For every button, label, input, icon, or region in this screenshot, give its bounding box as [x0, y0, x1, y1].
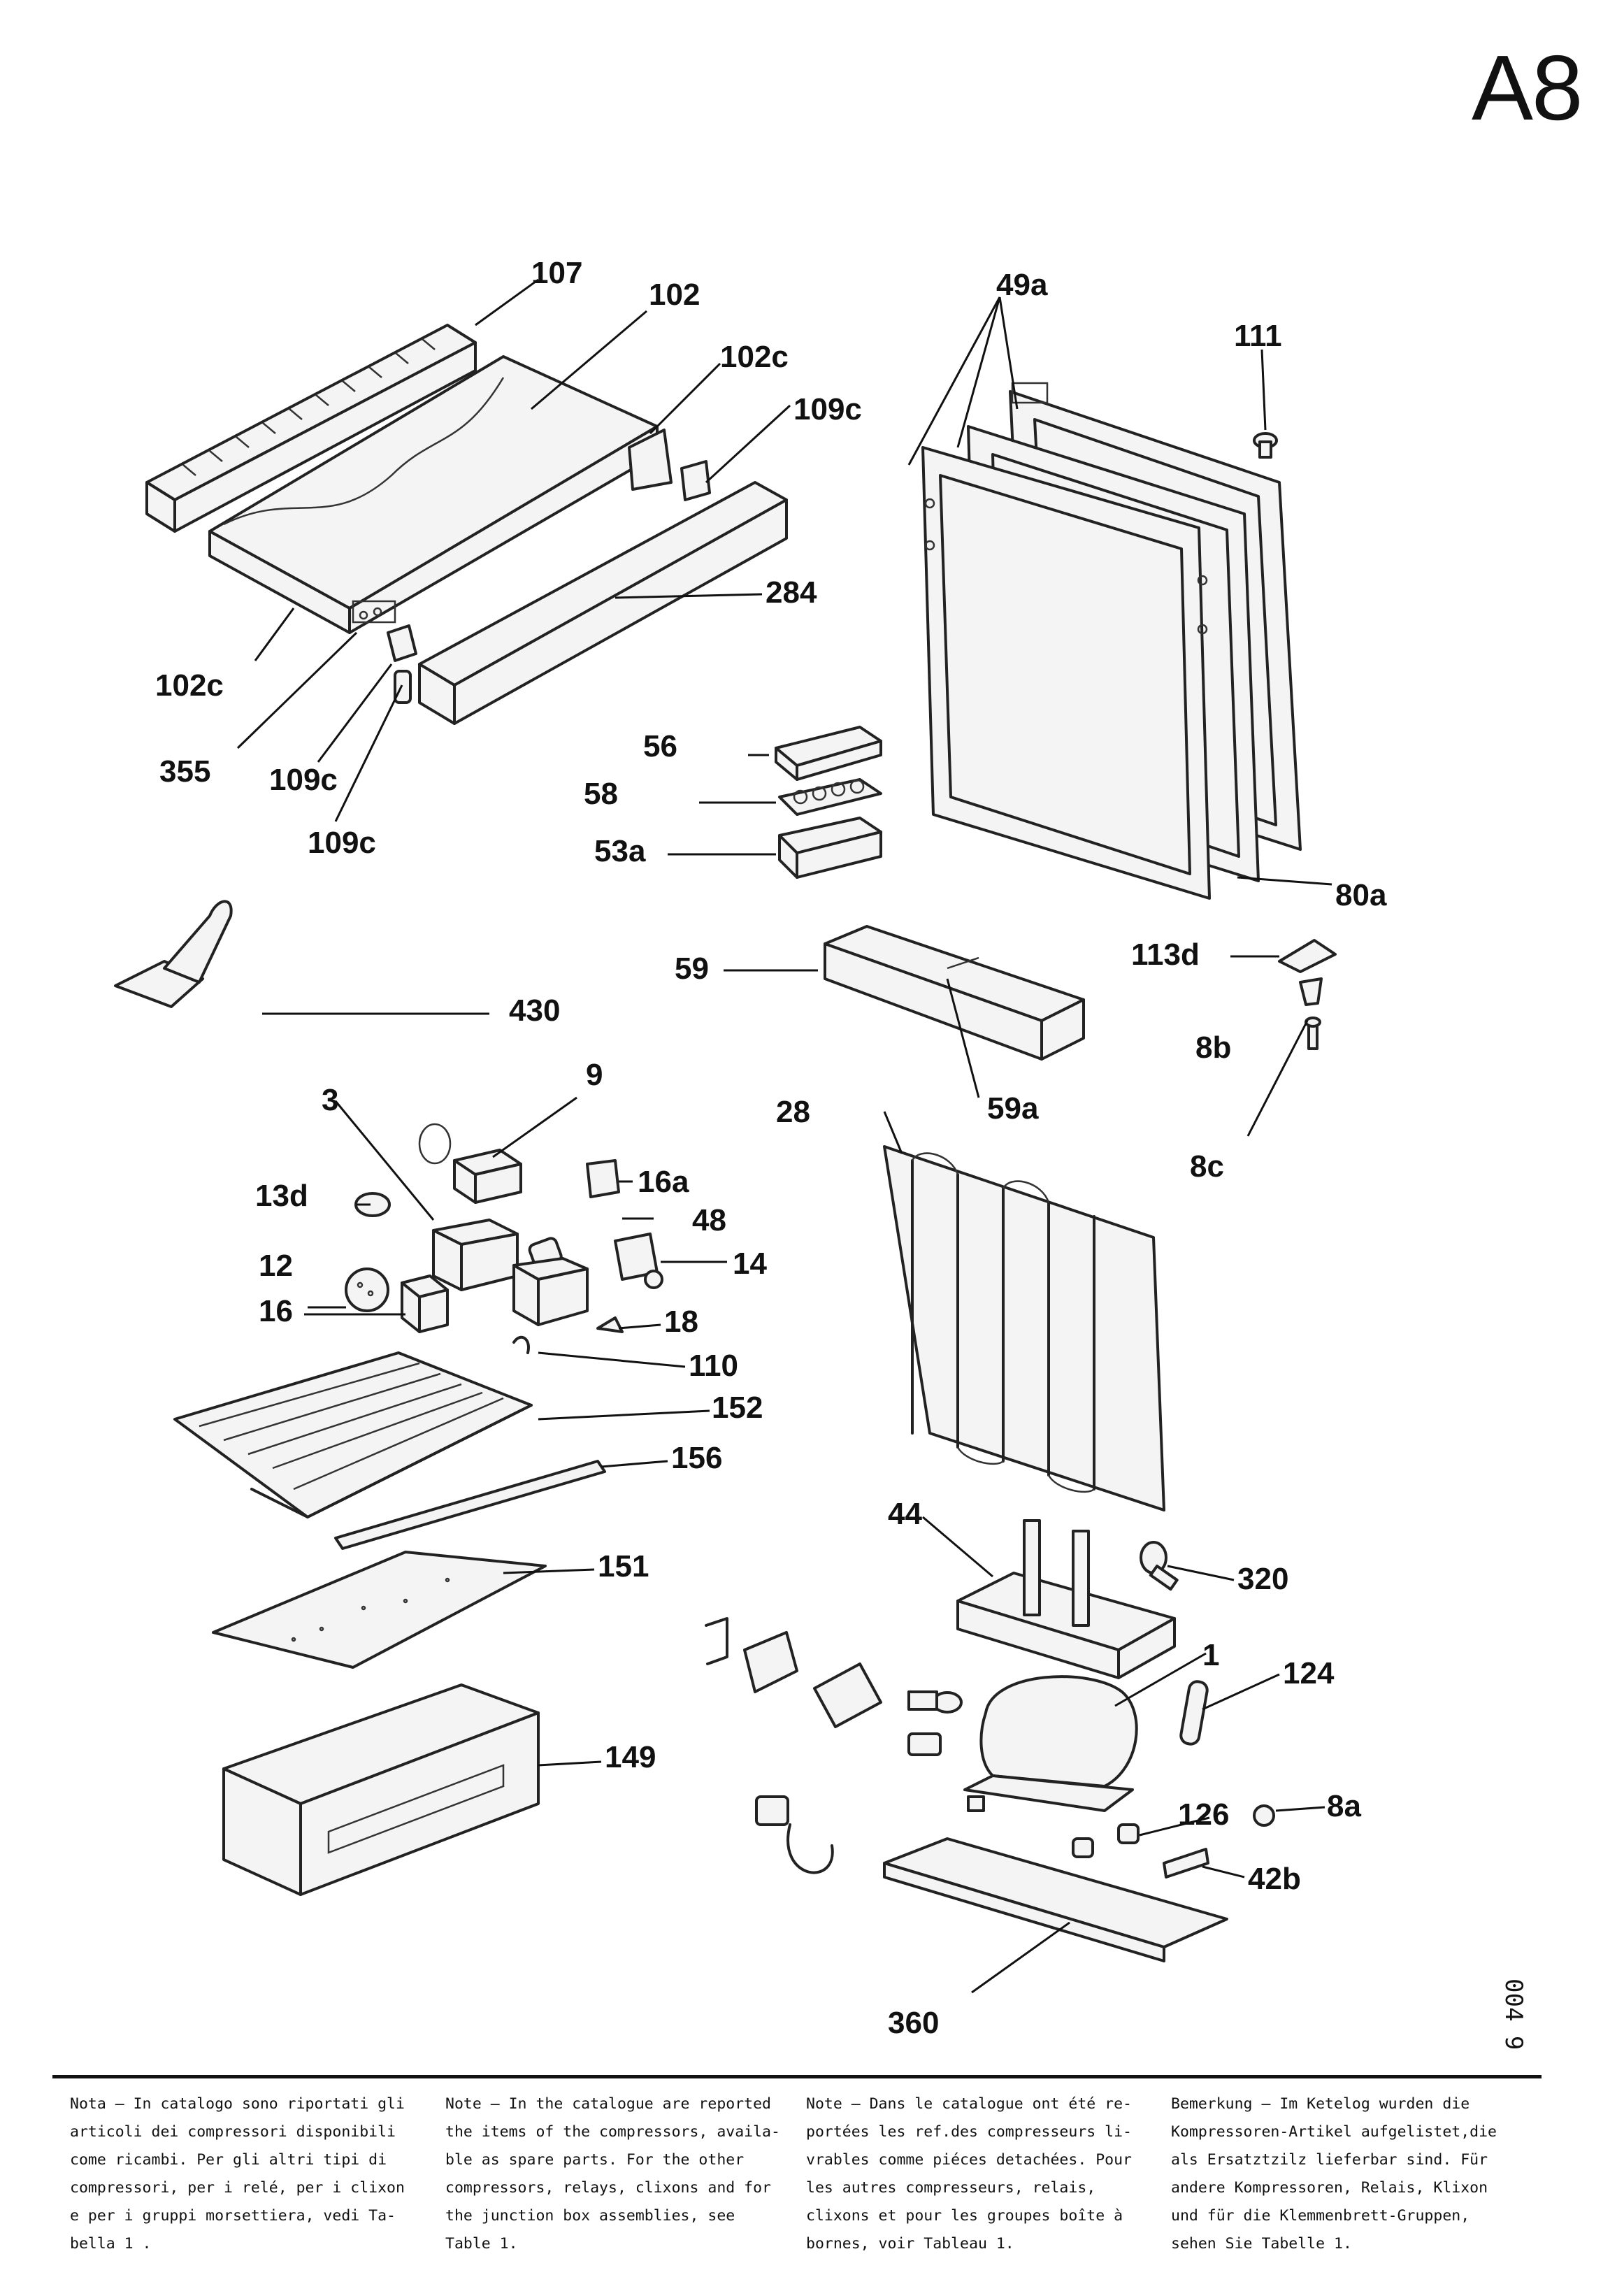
callout-284: 284 [766, 575, 817, 610]
callout-49a: 49a [996, 268, 1048, 302]
callout-18: 18 [664, 1305, 698, 1339]
part-base-rail [883, 1837, 1228, 1962]
callout-28: 28 [776, 1095, 810, 1129]
note-italian: Nota – In catalogo sono riportati gli ar… [70, 2095, 405, 2253]
callout-149: 149 [605, 1740, 656, 1774]
part-door-frames [921, 382, 1302, 900]
part-compressor-accessories [1163, 1680, 1275, 1879]
callout-59: 59 [675, 951, 709, 986]
part-drip-tray [956, 1519, 1176, 1679]
callout-16: 16 [259, 1294, 293, 1328]
callout-8b: 8b [1195, 1030, 1231, 1065]
callout-58: 58 [584, 777, 618, 811]
callout-8a: 8a [1327, 1789, 1361, 1823]
callout-9: 9 [586, 1058, 603, 1092]
footer-rule [52, 2075, 1542, 2078]
callout-320: 320 [1237, 1562, 1288, 1596]
callout-12: 12 [259, 1249, 293, 1283]
callout-102c-left: 102c [155, 668, 224, 703]
callout-111: 111 [1234, 319, 1282, 353]
callout-53a: 53a [594, 834, 646, 868]
part-door-boxes [775, 726, 882, 879]
callout-labels: 107 102 102c 109c 284 102c 355 109c 109c… [155, 256, 1387, 2040]
callout-152: 152 [712, 1391, 763, 1425]
part-ice-scraper [114, 900, 233, 1008]
callout-355: 355 [159, 754, 210, 789]
part-crisper-drawer [222, 1683, 540, 1896]
part-hinge [1278, 939, 1337, 1050]
callout-3: 3 [322, 1083, 338, 1117]
callout-1: 1 [1202, 1638, 1219, 1672]
callout-156: 156 [671, 1441, 722, 1475]
callout-leaders [236, 278, 1332, 1994]
note-english: Note – In the catalogue are reported the… [445, 2095, 780, 2253]
part-wire-shelf [173, 1351, 533, 1518]
callout-126: 126 [1178, 1797, 1229, 1832]
part-relay-and-plug [705, 1617, 963, 1874]
callout-102c-top: 102c [720, 340, 789, 374]
callout-13d: 13d [255, 1179, 308, 1213]
callout-44: 44 [888, 1497, 922, 1531]
page-code: A8 [1472, 36, 1583, 139]
note-german: Bemerkung – Im Ketelog wurden die Kompre… [1171, 2095, 1497, 2253]
callout-80a: 80a [1335, 878, 1387, 912]
callout-109c-top: 109c [793, 392, 862, 426]
part-vent-rail [145, 324, 477, 533]
callout-56: 56 [643, 729, 677, 763]
callout-360: 360 [888, 2006, 939, 2040]
callout-430: 430 [509, 993, 560, 1028]
callout-42b: 42b [1248, 1862, 1301, 1896]
callout-109c-mid: 109c [269, 763, 338, 797]
part-screw-320 [1140, 1541, 1179, 1591]
note-french: Note – Dans le catalogue ont été re- por… [806, 2095, 1132, 2253]
callout-110: 110 [689, 1349, 738, 1383]
callout-102: 102 [649, 278, 700, 312]
part-thermostat-group [345, 1123, 663, 1354]
part-brackets [387, 460, 711, 704]
callout-8c: 8c [1190, 1149, 1224, 1184]
callout-48: 48 [692, 1203, 726, 1237]
callout-109c-low: 109c [308, 826, 376, 860]
callout-14: 14 [733, 1247, 767, 1281]
part-door-shelf [824, 925, 1085, 1061]
part-trim-strip [334, 1460, 606, 1550]
callout-107: 107 [531, 256, 582, 290]
callout-59a: 59a [987, 1091, 1039, 1126]
callout-124: 124 [1283, 1656, 1335, 1690]
part-front-bar [418, 481, 788, 725]
callout-113d: 113d [1131, 938, 1200, 972]
callout-16a: 16a [638, 1165, 689, 1199]
part-condenser [883, 1145, 1165, 1511]
part-compressor [963, 1675, 1140, 1858]
part-glass-shelf [212, 1551, 547, 1669]
part-top-panel [208, 355, 673, 634]
callout-151: 151 [598, 1549, 649, 1583]
part-screw-111 [1253, 432, 1278, 459]
